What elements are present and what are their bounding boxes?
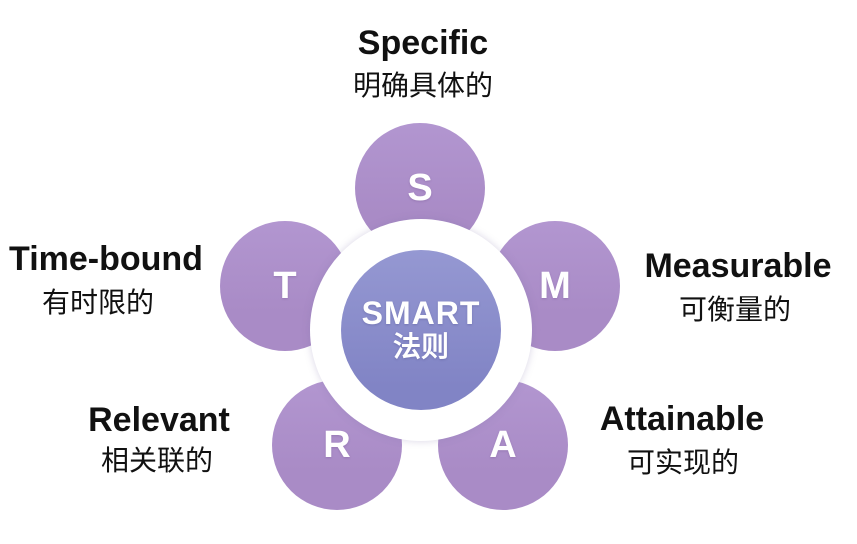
label-measurable-zh: 可衡量的 [678,294,792,325]
label-timebound-en: Time-bound [9,240,203,278]
label-specific-zh: 明确具体的 [352,70,494,101]
label-attainable-en: Attainable [599,400,765,438]
petal-letter-a: A [489,424,517,466]
label-specific-en: Specific [357,24,489,62]
petal-letter-t: T [273,265,297,307]
petal-letter-m: M [539,265,571,307]
center-circle: SMART 法则 [341,250,501,410]
label-measurable-en: Measurable [644,247,832,285]
center-title: SMART [361,295,481,332]
label-relevant-zh: 相关联的 [100,445,214,476]
petal-letter-s: S [407,167,433,209]
center-subtitle: 法则 [392,330,449,362]
label-timebound-zh: 有时限的 [41,287,155,318]
label-relevant-en: Relevant [88,401,230,439]
label-attainable-zh: 可实现的 [626,447,740,478]
petal-letter-r: R [323,424,351,466]
